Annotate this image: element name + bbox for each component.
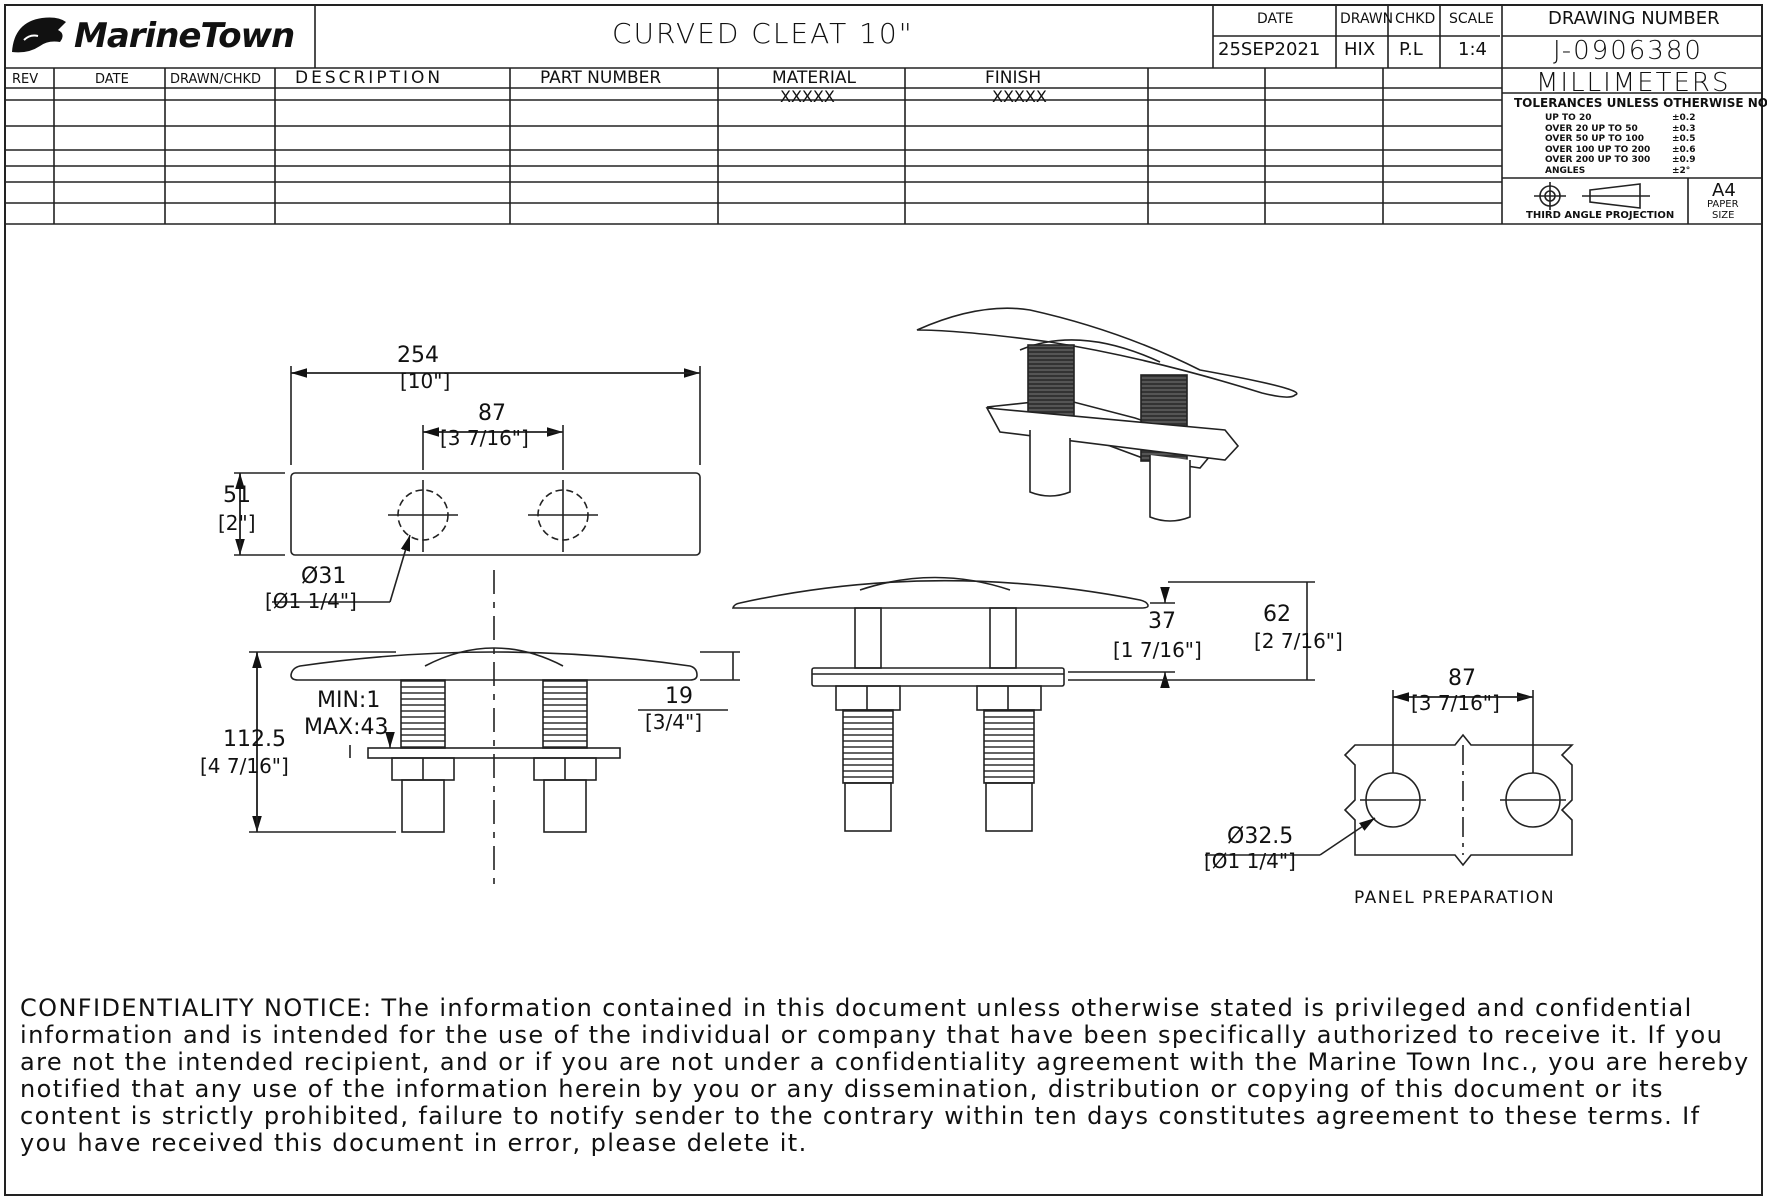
drawn-header: DRAWN <box>1340 11 1394 27</box>
company-logo-text: MarineTown <box>74 16 295 56</box>
dim-hole-dia-in: [Ø1 1/4"] <box>265 589 357 613</box>
dim-total-height-in: [4 7/16"] <box>200 754 289 778</box>
date-value: 25SEP2021 <box>1218 39 1321 60</box>
top-view <box>234 366 701 885</box>
size-label: SIZE <box>1712 210 1735 221</box>
panel-preparation-view <box>1205 690 1574 867</box>
scale-header: SCALE <box>1449 11 1494 27</box>
front-view <box>249 647 740 833</box>
material-value: XXXXX <box>780 87 835 106</box>
dim-flange-height: 19 <box>665 684 693 709</box>
chkd-value: P.L <box>1399 39 1423 60</box>
drawn-value: HIX <box>1344 39 1376 60</box>
dim-horn-height-in: [1 7/16"] <box>1113 638 1202 662</box>
dim-panel-spacing-in: [3 7/16"] <box>1411 691 1500 715</box>
marinetown-logo-icon <box>12 17 66 53</box>
chkd-header: CHKD <box>1395 11 1436 27</box>
dim-flange-height-in: [3/4"] <box>645 710 702 734</box>
rev-header-drawn-chkd: DRAWN/CHKD <box>170 72 262 87</box>
rev-header-finish: FINISH <box>985 68 1042 88</box>
confidentiality-notice: CONFIDENTIALITY NOTICE: The information … <box>20 994 1750 1157</box>
tolerance-range: OVER 50 UP TO 100 <box>1545 134 1644 144</box>
panel-preparation-label: PANEL PREPARATION <box>1354 888 1556 908</box>
dim-total-height: 112.5 <box>223 727 286 752</box>
rev-header-rev: REV <box>12 72 39 87</box>
side-view <box>731 576 1315 832</box>
dim-panel-hole-dia: Ø32.5 <box>1227 824 1294 849</box>
tolerance-value: ±0.3 <box>1672 123 1696 134</box>
finish-value: XXXXX <box>992 87 1047 106</box>
tolerance-value: ±2° <box>1672 165 1691 176</box>
projection-label: THIRD ANGLE PROJECTION <box>1526 210 1675 221</box>
tolerance-value: ±0.2 <box>1672 113 1696 123</box>
units-label: MILLIMETERS <box>1536 68 1731 98</box>
date-header: DATE <box>1257 11 1294 27</box>
dim-overall-height: 62 <box>1263 602 1291 627</box>
dim-panel-spacing: 87 <box>1448 666 1476 691</box>
dim-overall-height-in: [2 7/16"] <box>1254 629 1343 653</box>
rev-header-description: DESCRIPTION <box>295 68 444 88</box>
iso-view <box>916 307 1298 522</box>
tolerance-value: ±0.6 <box>1672 144 1696 155</box>
dim-base-width-in: [2"] <box>218 511 256 535</box>
dim-overall-length-in: [10"] <box>400 369 451 393</box>
drawing-number: J-0906380 <box>1553 36 1703 66</box>
tolerance-range: ANGLES <box>1545 165 1586 176</box>
drawing-sheet <box>4 4 1763 1196</box>
tolerance-value: ±0.5 <box>1672 134 1696 144</box>
dim-hole-dia: Ø31 <box>301 564 347 589</box>
rev-header-date: DATE <box>95 72 129 87</box>
tolerance-range: UP TO 20 <box>1545 113 1592 123</box>
tolerance-range: OVER 20 UP TO 50 <box>1545 123 1638 134</box>
dim-panel-hole-dia-in: [Ø1 1/4"] <box>1204 849 1296 873</box>
dim-base-width: 51 <box>223 483 251 508</box>
tolerance-value: ±0.9 <box>1672 155 1696 165</box>
dim-min: MIN:1 <box>317 688 381 713</box>
rev-header-material: MATERIAL <box>772 68 857 88</box>
dim-max: MAX:43 <box>304 715 389 740</box>
tolerance-range: OVER 100 UP TO 200 <box>1545 144 1651 155</box>
paper-label: PAPER <box>1707 199 1739 210</box>
drawing-title: CURVED CLEAT 10" <box>612 17 914 50</box>
dim-horn-height: 37 <box>1148 609 1176 634</box>
rev-header-part-number: PART NUMBER <box>540 68 662 88</box>
tolerance-title: TOLERANCES UNLESS OTHERWISE NOTED <box>1514 96 1767 110</box>
tolerance-range: OVER 200 UP TO 300 <box>1545 155 1651 165</box>
dim-hole-spacing: 87 <box>478 401 506 426</box>
dim-overall-length: 254 <box>397 343 439 368</box>
paper-size-value: A4 <box>1712 180 1736 201</box>
scale-value: 1:4 <box>1458 39 1487 60</box>
dim-hole-spacing-in: [3 7/16"] <box>440 426 529 450</box>
drawing-number-header: DRAWING NUMBER <box>1548 8 1720 29</box>
